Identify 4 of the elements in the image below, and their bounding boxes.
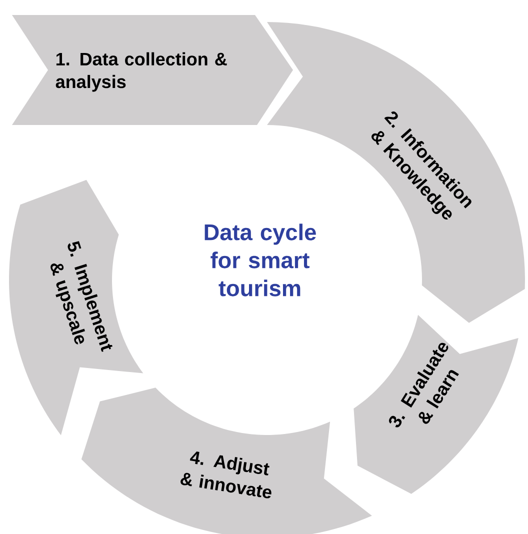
ring-segment: 4. Adjust & innovate	[81, 388, 372, 534]
chevron-segment: 1. Data collection & analysis	[12, 15, 293, 125]
node-label: 4. Adjust & innovate	[180, 452, 272, 498]
node-label: 1. Data collection & analysis	[56, 52, 227, 92]
